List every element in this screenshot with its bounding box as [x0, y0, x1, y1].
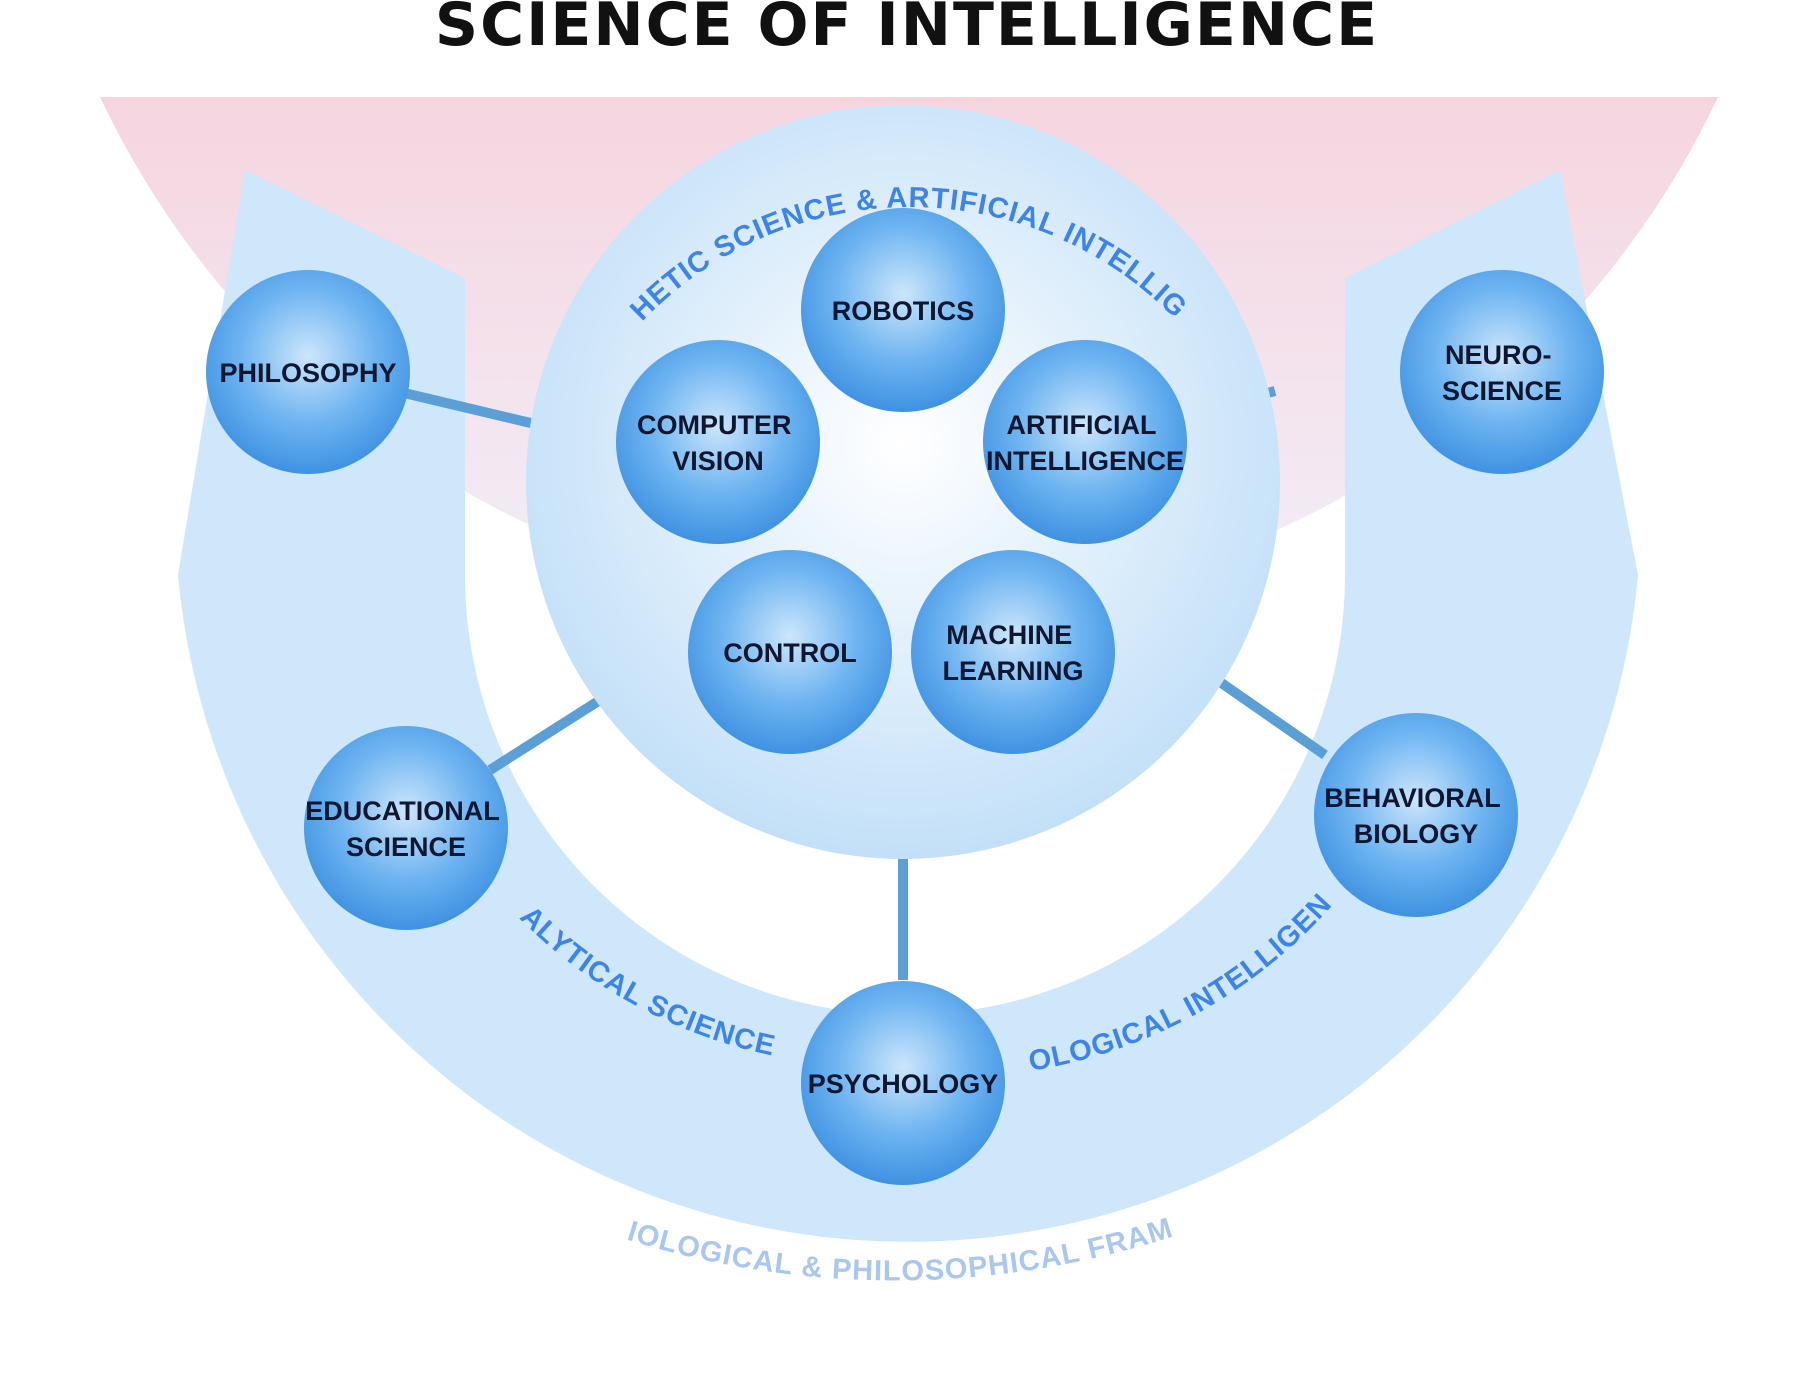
node-label-line: NEURO-	[1445, 340, 1552, 370]
diagram-title: SCIENCE OF INTELLIGENCE	[435, 0, 1379, 60]
node-circle	[801, 981, 1005, 1185]
connector-philosophy	[398, 387, 537, 429]
analytical-biological-band	[178, 170, 1638, 1242]
node-circle	[801, 208, 1005, 412]
node-control: CONTROL	[688, 550, 892, 754]
node-label-line: VISION	[672, 446, 764, 476]
node-label-computer-vision: COMPUTER VISION	[637, 410, 799, 476]
node-circle	[616, 340, 820, 544]
node-label-line: COMPUTER	[637, 410, 792, 440]
node-artificial-intelligence: ARTIFICIAL INTELLIGENCE	[983, 340, 1187, 544]
node-label-robotics: ROBOTICS	[832, 296, 975, 326]
node-label-line: INTELLIGENCE	[986, 446, 1184, 476]
node-circle	[206, 270, 410, 474]
node-label-line: CONTROL	[723, 638, 856, 668]
node-circle	[1314, 713, 1518, 917]
node-label-machine-learning: MACHINE LEARNING	[943, 620, 1084, 686]
node-label-line: BIOLOGY	[1354, 819, 1479, 849]
node-label-artificial-intelligence: ARTIFICIAL INTELLIGENCE	[986, 410, 1184, 476]
node-label-educational-science: EDUCATIONAL SCIENCE	[305, 796, 507, 862]
node-psychology: PSYCHOLOGY	[801, 981, 1005, 1185]
node-circle	[983, 340, 1187, 544]
node-label-line: PHILOSOPHY	[219, 358, 396, 388]
node-label-neuroscience: NEURO- SCIENCE	[1442, 340, 1562, 406]
connector-behavioral-biology	[1217, 677, 1328, 760]
node-label-line: SCIENCE	[1442, 376, 1562, 406]
node-circle	[1400, 270, 1604, 474]
node-machine-learning: MACHINE LEARNING	[911, 550, 1115, 754]
node-robotics: ROBOTICS	[801, 208, 1005, 412]
node-label-line: ARTIFICIAL	[1006, 410, 1156, 440]
node-label-line: LEARNING	[943, 656, 1084, 686]
node-label-behavioral-biology: BEHAVIORAL BIOLOGY	[1324, 783, 1508, 849]
node-computer-vision: COMPUTER VISION	[616, 340, 820, 544]
node-behavioral-biology: BEHAVIORAL BIOLOGY	[1314, 713, 1518, 917]
node-label-line: SCIENCE	[346, 832, 466, 862]
node-label-control: CONTROL	[723, 638, 856, 668]
node-circle	[304, 726, 508, 930]
node-circle	[688, 550, 892, 754]
node-philosophy: PHILOSOPHY	[206, 270, 410, 474]
connector-educational-science	[487, 695, 603, 775]
node-label-line: MACHINE	[946, 620, 1072, 650]
node-label-psychology: PSYCHOLOGY	[808, 1069, 999, 1099]
node-label-line: PSYCHOLOGY	[808, 1069, 999, 1099]
node-label-line: BEHAVIORAL	[1324, 783, 1500, 813]
node-label-philosophy: PHILOSOPHY	[219, 358, 396, 388]
node-educational-science: EDUCATIONAL SCIENCE	[304, 726, 508, 930]
node-label-line: ROBOTICS	[832, 296, 975, 326]
node-label-line: EDUCATIONAL	[305, 796, 499, 826]
node-neuroscience: NEURO- SCIENCE	[1400, 270, 1604, 474]
node-circle	[911, 550, 1115, 754]
